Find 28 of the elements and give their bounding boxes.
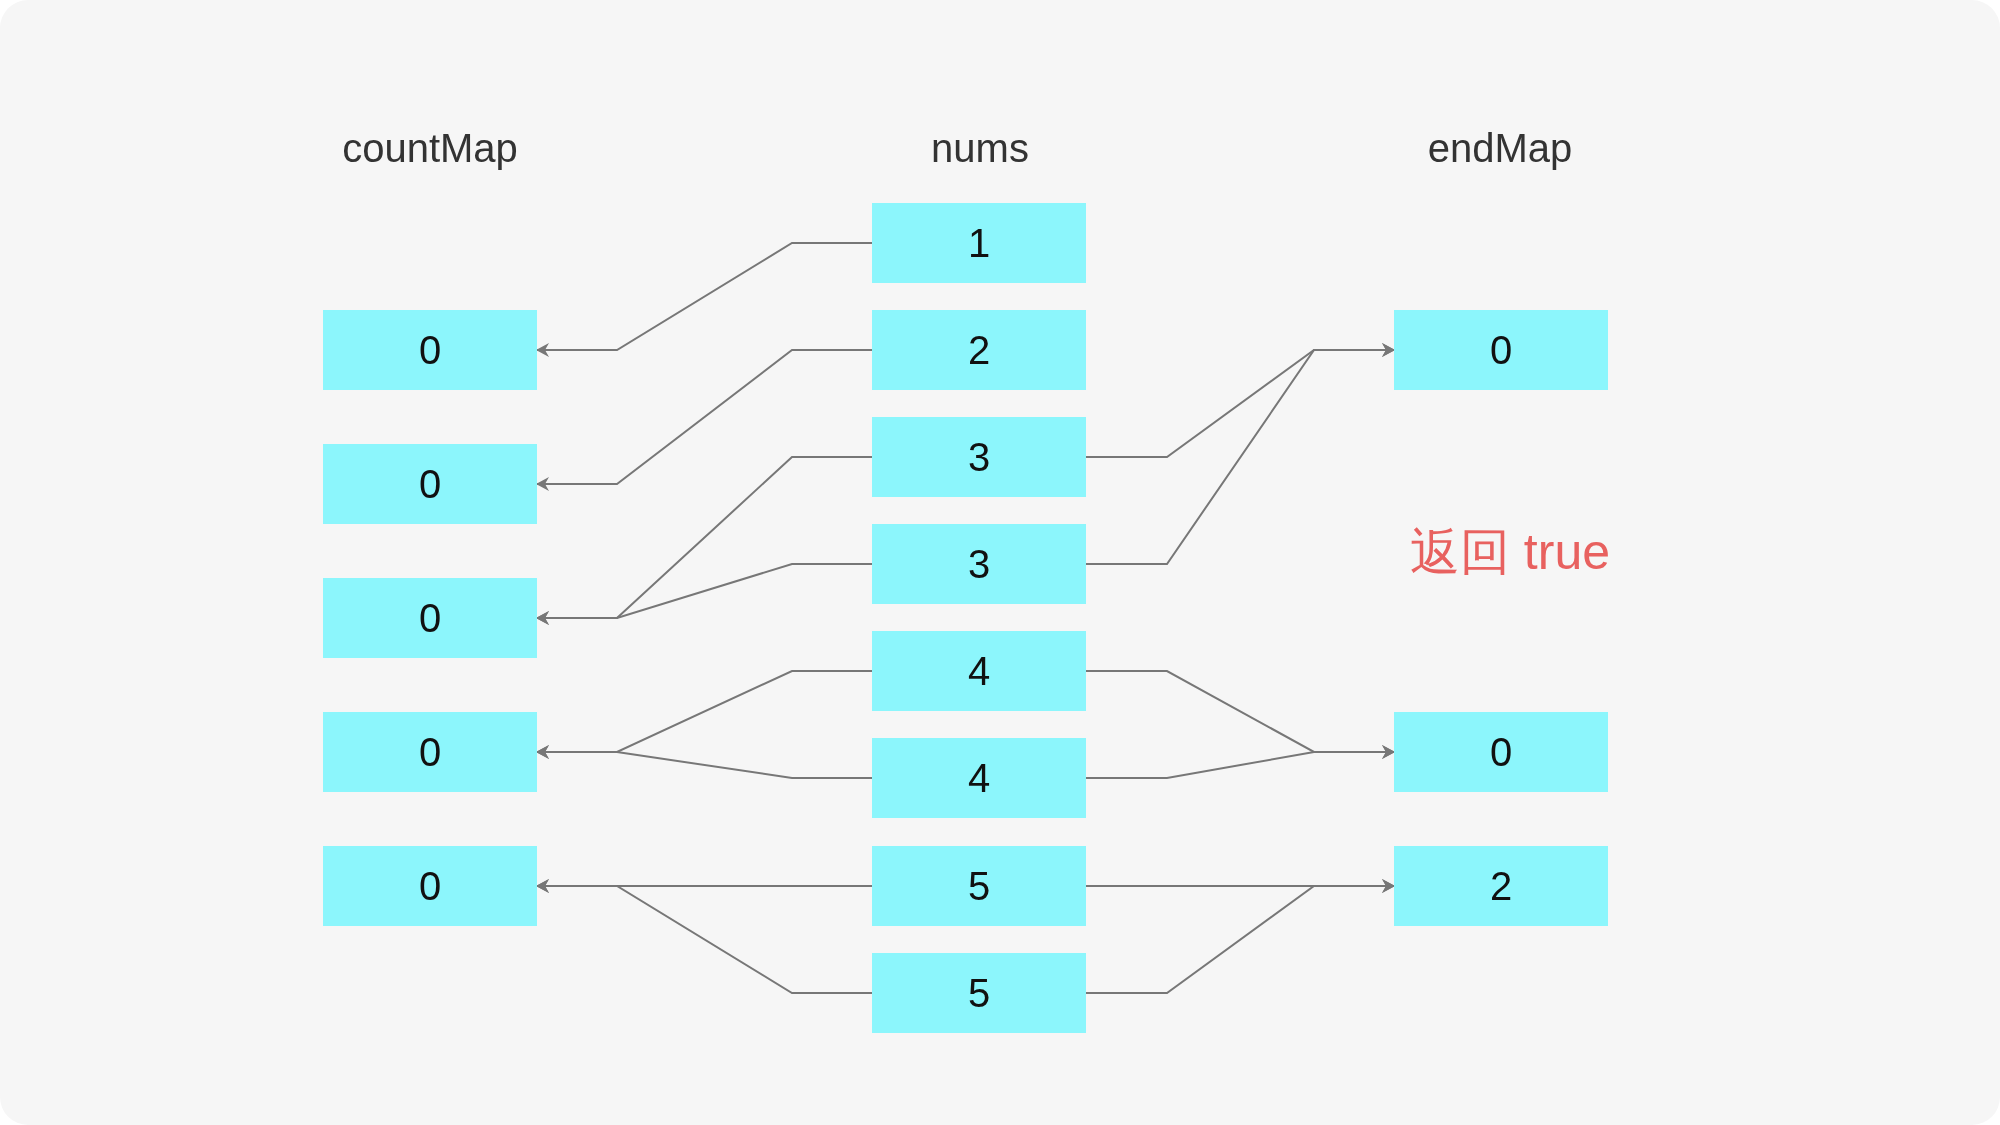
arrow (1085, 745, 1395, 779)
value-cell: 0 (323, 310, 537, 390)
value-cell: 5 (872, 953, 1086, 1033)
value-cell: 3 (872, 417, 1086, 497)
arrow (536, 745, 873, 779)
heading: countMap (341, 125, 519, 172)
result-text: 返回 true (1408, 523, 1612, 582)
value-cell: 3 (872, 524, 1086, 604)
arrow (1085, 343, 1395, 565)
value-cell: 4 (872, 631, 1086, 711)
value-cell: 0 (1394, 712, 1608, 792)
arrow (1085, 879, 1395, 994)
value-cell: 0 (323, 846, 537, 926)
arrow (536, 563, 873, 625)
arrow (536, 349, 873, 491)
arrow (536, 879, 873, 994)
heading: nums (930, 125, 1030, 172)
value-cell: 0 (323, 578, 537, 658)
value-cell: 4 (872, 738, 1086, 818)
value-cell: 0 (1394, 310, 1608, 390)
heading: endMap (1426, 125, 1574, 172)
value-cell: 0 (323, 444, 537, 524)
value-cell: 5 (872, 846, 1086, 926)
value-cell: 2 (1394, 846, 1608, 926)
value-cell: 1 (872, 203, 1086, 283)
value-cell: 2 (872, 310, 1086, 390)
arrow (536, 242, 873, 357)
value-cell: 0 (323, 712, 537, 792)
